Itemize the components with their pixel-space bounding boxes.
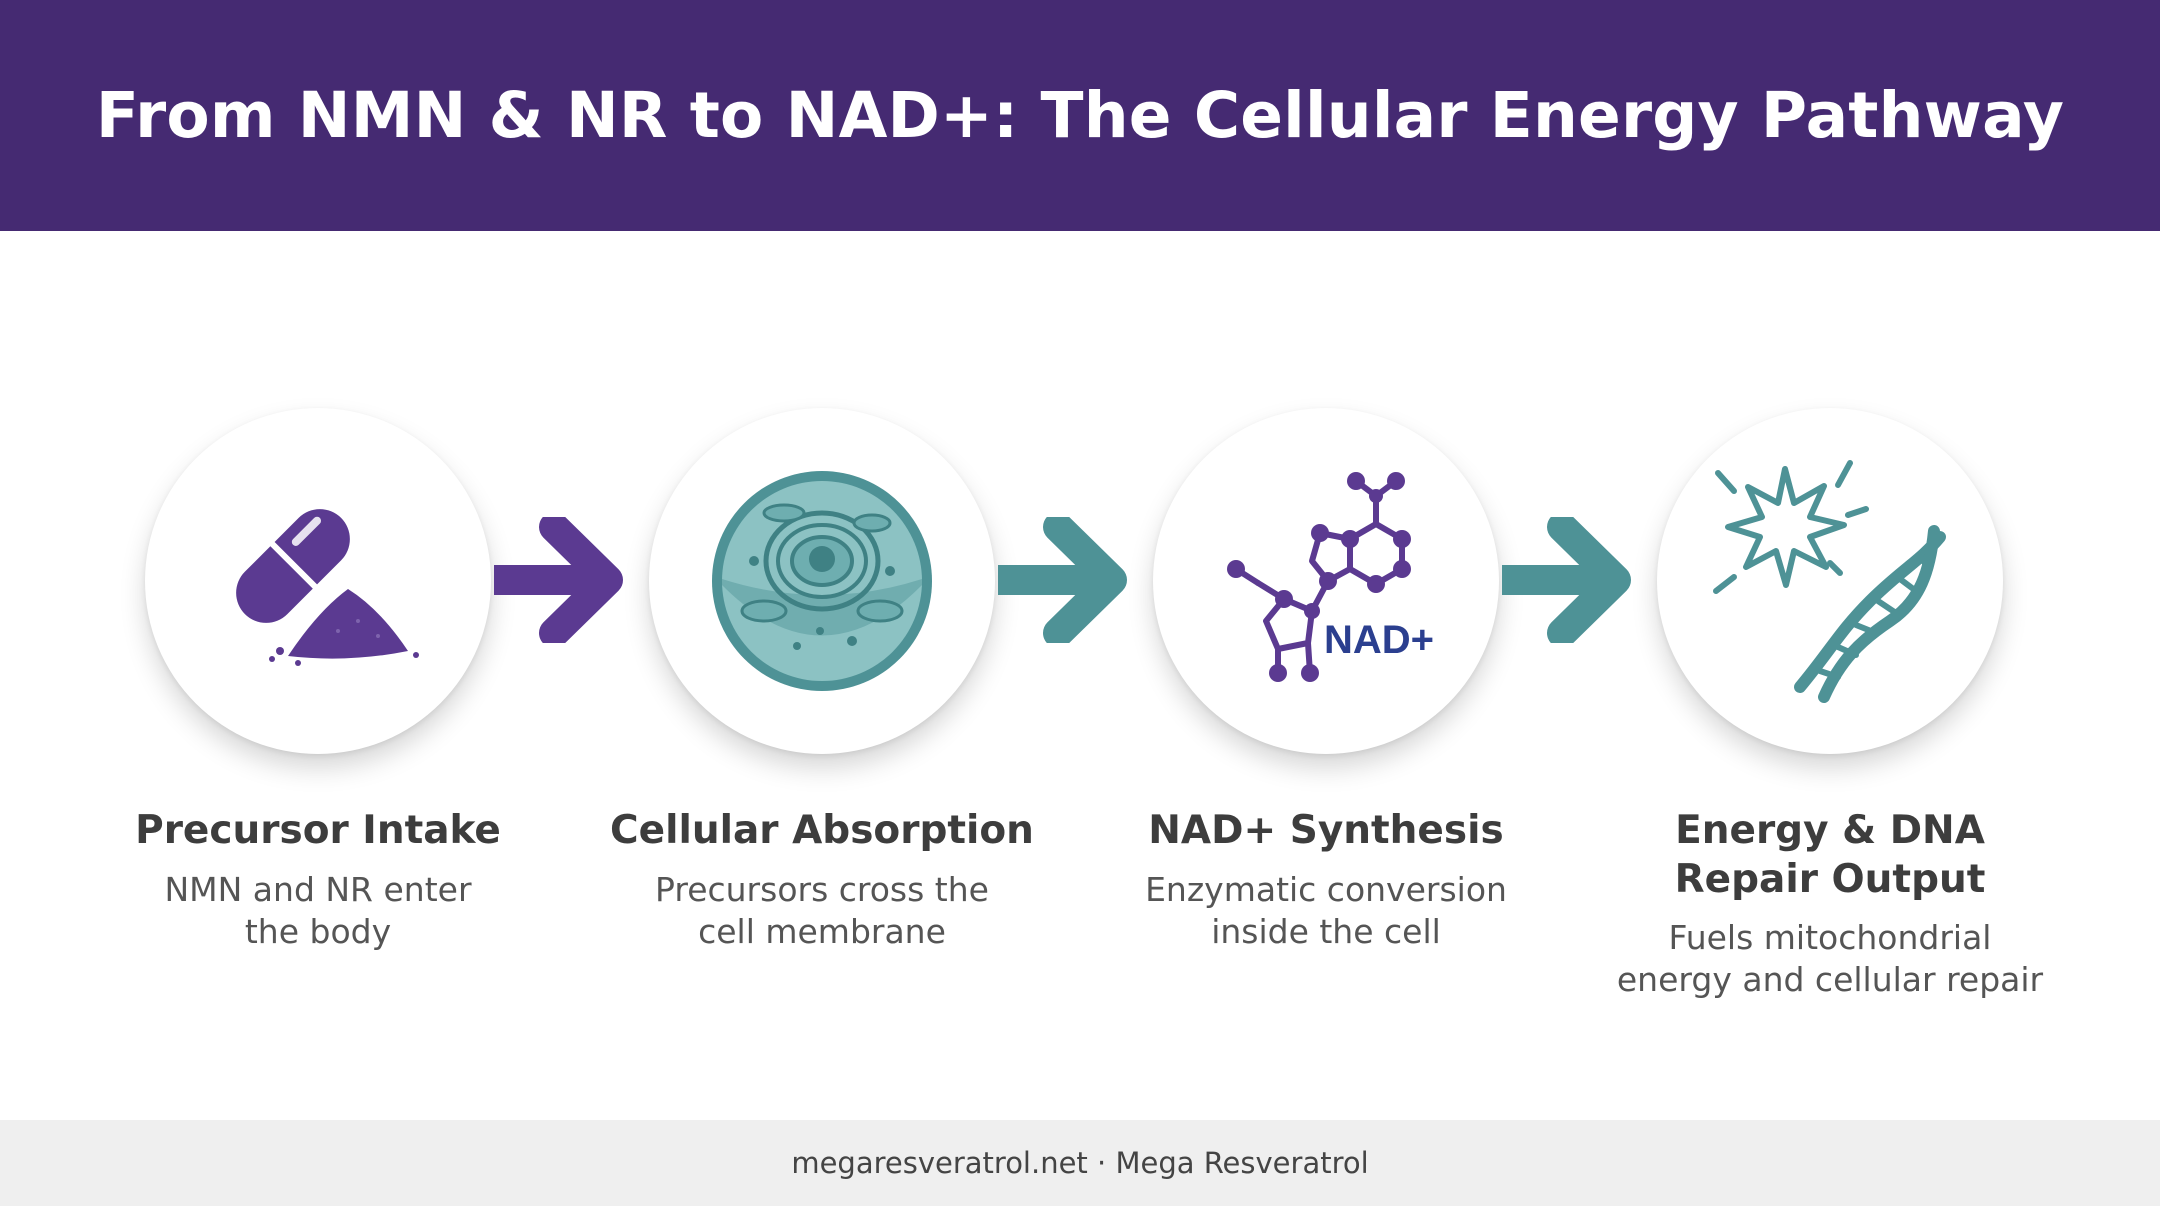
step-2-circle <box>649 408 995 754</box>
dna-icon <box>1794 525 1946 703</box>
arrow-right-icon <box>998 517 1127 643</box>
footer-credit: megaresveratrol.net · Mega Resveratrol <box>791 1146 1369 1180</box>
header-banner: From NMN & NR to NAD+: The Cellular Ener… <box>0 0 2160 231</box>
step-3-circle: NAD+ <box>1153 408 1499 754</box>
nad-label: NAD+ <box>1324 618 1434 662</box>
step-3-title: NAD+ Synthesis <box>1148 808 1504 853</box>
page-title: From NMN & NR to NAD+: The Cellular Ener… <box>95 79 2065 152</box>
step-1-description: NMN and NR enter the body <box>164 870 472 951</box>
step-2-title: Cellular Absorption <box>610 808 1034 853</box>
molecule-icon: NAD+ <box>1227 472 1434 682</box>
energy-dna-icon <box>1713 460 1946 703</box>
footer: megaresveratrol.net · Mega Resveratrol <box>0 1120 2160 1206</box>
step-4-title: Energy & DNA Repair Output <box>1674 808 1986 902</box>
cell-icon <box>712 471 932 691</box>
pathway-diagram: NAD+ <box>0 231 2160 1120</box>
step-3-description: Enzymatic conversion inside the cell <box>1145 870 1507 951</box>
capsule-powder-icon <box>236 509 419 666</box>
step-1-title: Precursor Intake <box>135 808 501 853</box>
step-4-description: Fuels mitochondrial energy and cellular … <box>1616 918 2044 999</box>
arrow-right-icon <box>1502 517 1631 643</box>
burst-icon <box>1725 466 1847 588</box>
step-1-circle <box>145 408 491 754</box>
arrow-right-icon <box>494 517 623 643</box>
step-2-description: Precursors cross the cell membrane <box>655 870 989 951</box>
step-4-circle <box>1657 408 2003 754</box>
